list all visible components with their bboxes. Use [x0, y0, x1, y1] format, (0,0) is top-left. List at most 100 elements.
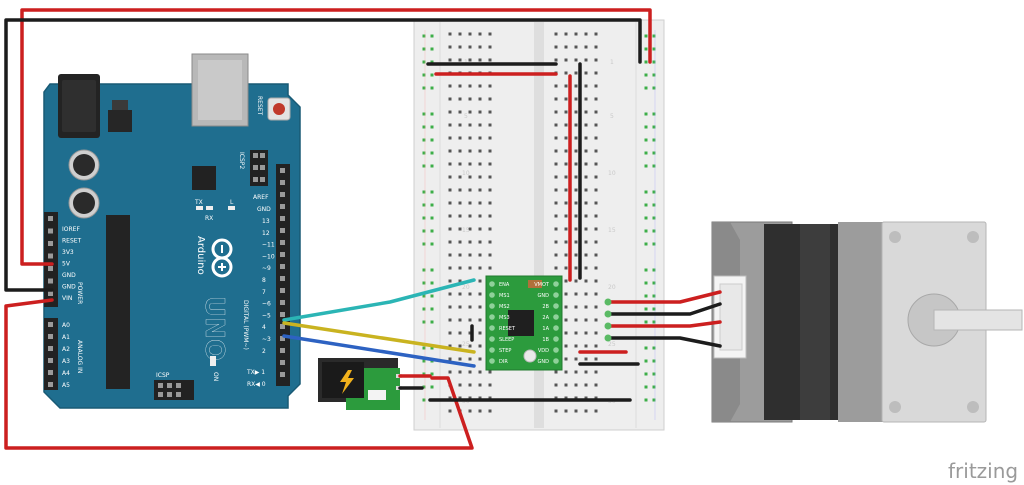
header-pin	[280, 204, 285, 209]
breadboard-hole	[468, 97, 472, 101]
rail-hole	[430, 320, 434, 324]
breadboard-hole	[594, 123, 598, 127]
rail-hole	[644, 151, 648, 155]
breadboard-hole	[594, 370, 598, 374]
rail-hole	[652, 86, 656, 90]
breadboard-hole	[458, 240, 462, 244]
breadboard-hole	[554, 32, 558, 36]
breadboard-hole	[594, 201, 598, 205]
row-number: 5	[610, 113, 614, 120]
breadboard-hole	[574, 84, 578, 88]
breadboard-hole	[564, 331, 568, 335]
driver-pin-label: STEP	[499, 348, 511, 354]
breadboard-hole	[574, 409, 578, 413]
breadboard-hole	[574, 383, 578, 387]
breadboard-hole	[554, 214, 558, 218]
breadboard-hole	[458, 279, 462, 283]
driver-pin	[553, 358, 559, 364]
rail-hole	[644, 398, 648, 402]
breadboard-hole	[594, 110, 598, 114]
voltage-regulator	[108, 110, 132, 132]
driver-pin-label: GND	[538, 293, 550, 299]
rail-hole	[430, 190, 434, 194]
rail-hole	[422, 294, 426, 298]
breadboard-hole	[468, 201, 472, 205]
breadboard-hole	[594, 227, 598, 231]
breadboard-hole	[488, 136, 492, 140]
breadboard-hole	[564, 279, 568, 283]
breadboard-hole	[554, 201, 558, 205]
digital-pin-label: ~10	[262, 253, 275, 260]
breadboard-hole	[488, 45, 492, 49]
breadboard-hole	[448, 305, 452, 309]
breadboard-hole	[478, 110, 482, 114]
breadboard-hole	[478, 266, 482, 270]
header-pin	[48, 216, 53, 221]
rail-hole	[644, 190, 648, 194]
breadboard-hole	[488, 123, 492, 127]
breadboard-hole	[584, 123, 588, 127]
breadboard-hole	[594, 318, 598, 322]
breadboard-hole	[564, 357, 568, 361]
digital-pin-label: 2	[262, 348, 266, 355]
breadboard-hole	[478, 279, 482, 283]
breadboard-hole	[554, 58, 558, 62]
breadboard-hole	[564, 305, 568, 309]
breadboard-hole	[448, 318, 452, 322]
driver-pin-label: ENA	[499, 282, 510, 288]
breadboard-hole	[584, 149, 588, 153]
row-number: 1	[610, 59, 614, 66]
breadboard-hole	[574, 240, 578, 244]
breadboard-hole	[554, 266, 558, 270]
power-pin-label: 3V3	[62, 249, 74, 256]
wire-gnd-black	[4, 18, 642, 292]
breadboard-hole	[448, 331, 452, 335]
rail-hole	[644, 320, 648, 324]
driver-pin	[489, 358, 495, 364]
driver-pin-label: VDD	[538, 348, 549, 354]
rail-hole	[422, 307, 426, 311]
breadboard-hole	[458, 357, 462, 361]
rail-hole	[422, 359, 426, 363]
rail-hole	[422, 60, 426, 64]
fritzing-watermark: fritzing	[948, 459, 1018, 483]
breadboard-hole	[574, 344, 578, 348]
breadboard-hole	[584, 292, 588, 296]
breadboard-hole	[594, 162, 598, 166]
rx-led	[206, 206, 213, 210]
rail-hole	[430, 47, 434, 51]
breadboard-hole	[478, 162, 482, 166]
rail-hole	[422, 281, 426, 285]
header-pin	[48, 346, 53, 351]
breadboard-hole	[448, 162, 452, 166]
row-number: 25	[462, 341, 470, 348]
rail-hole	[422, 398, 426, 402]
breadboard-hole	[468, 123, 472, 127]
rail-hole	[644, 138, 648, 142]
rail-hole	[652, 73, 656, 77]
lightning-icon	[340, 370, 354, 394]
breadboard-hole	[554, 240, 558, 244]
motor-shaft	[933, 309, 1023, 331]
rail-hole	[652, 34, 656, 38]
header-pin	[48, 322, 53, 327]
breadboard-hole	[468, 175, 472, 179]
driver-chip	[508, 310, 534, 336]
breadboard-hole	[468, 162, 472, 166]
row-number: 15	[462, 227, 470, 234]
breadboard-hole	[574, 318, 578, 322]
rail-hole	[422, 47, 426, 51]
breadboard-hole	[584, 383, 588, 387]
header-pin	[280, 348, 285, 353]
breadboard-hole	[458, 331, 462, 335]
rail-hole	[644, 268, 648, 272]
breadboard-hole	[458, 214, 462, 218]
rail-hole	[422, 216, 426, 220]
breadboard-hole	[448, 357, 452, 361]
breadboard-hole	[458, 383, 462, 387]
breadboard-hole	[478, 409, 482, 413]
breadboard-hole	[478, 84, 482, 88]
header-pin	[280, 360, 285, 365]
breadboard-hole	[554, 162, 558, 166]
breadboard-hole	[564, 71, 568, 75]
